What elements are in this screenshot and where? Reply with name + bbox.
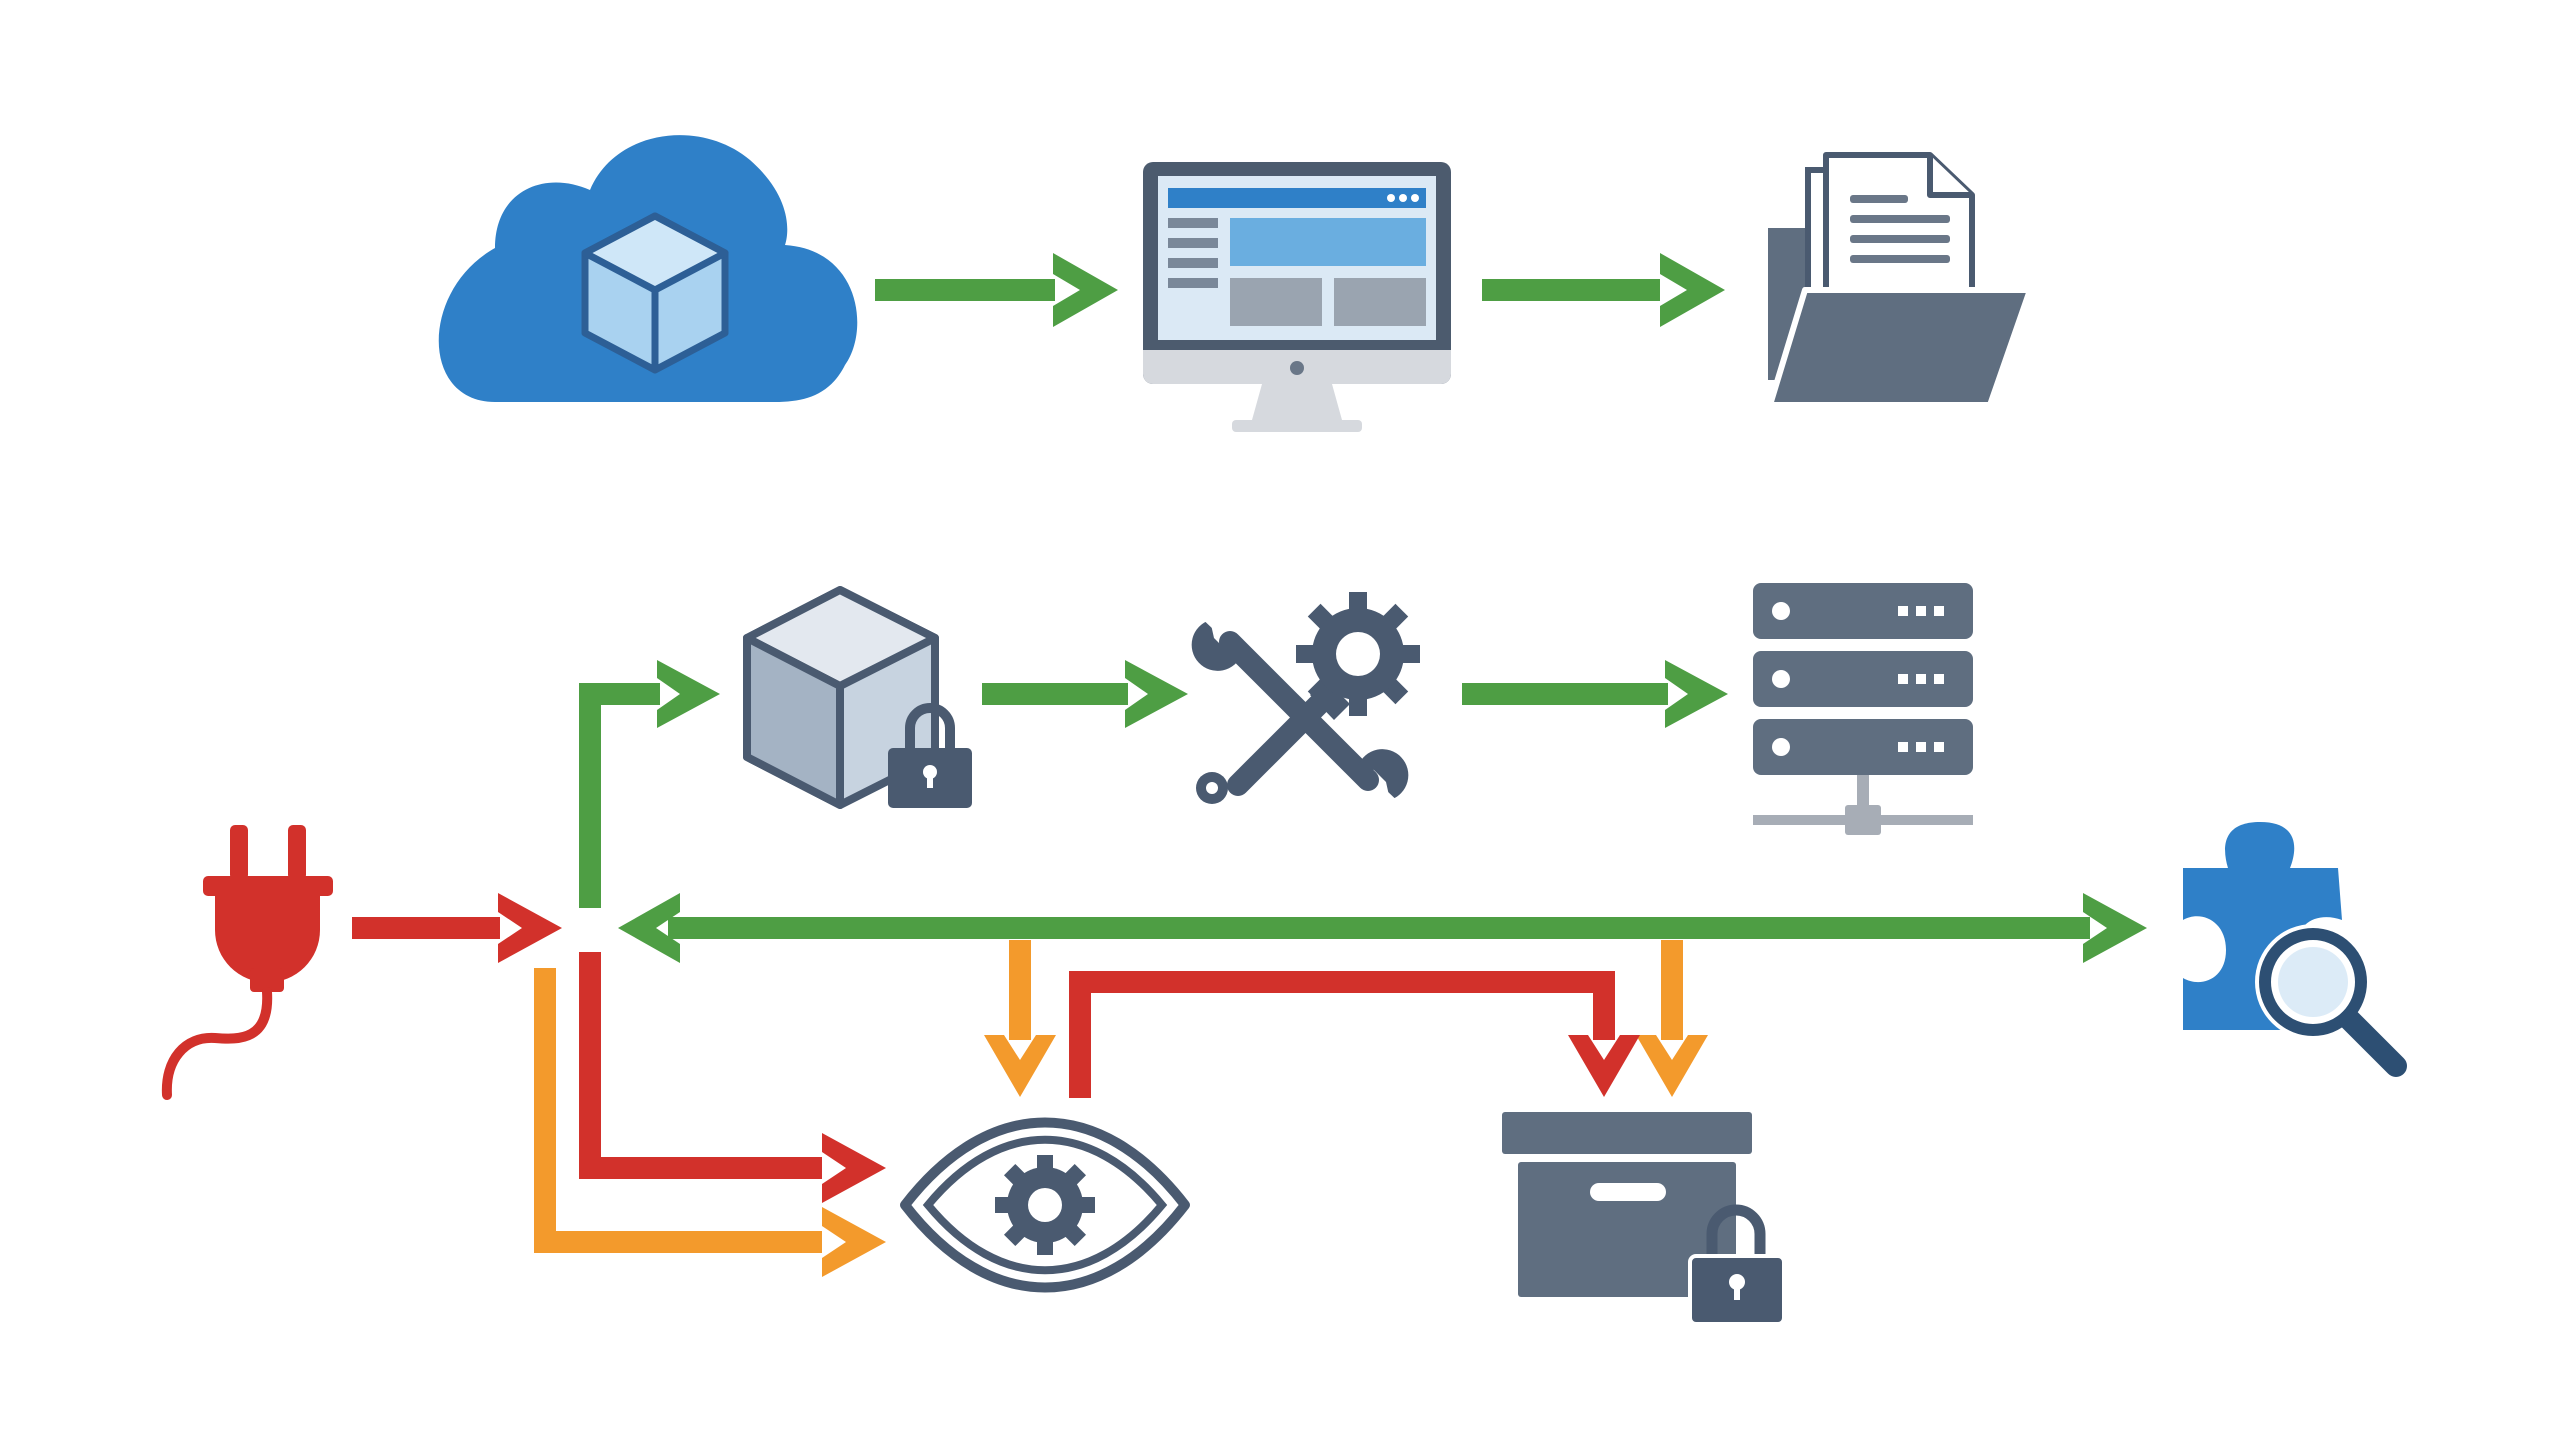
arrow-eye-to-archive [1069, 971, 1640, 1098]
eye-gear-icon [900, 1117, 1190, 1293]
arrow-hub-orange-to-eye [534, 968, 886, 1277]
arrow-cloud-to-monitor [875, 253, 1118, 327]
arrow-bus-down-to-archive [1636, 940, 1708, 1097]
arrow-plug-to-hub [352, 893, 562, 963]
monitor-icon [1143, 162, 1451, 432]
arrow-bus-down-to-eye [984, 940, 1056, 1097]
edges-layer [352, 253, 2147, 1277]
arrow-bus-bidirectional [618, 893, 2147, 963]
arrow-hub-red-to-eye [579, 952, 886, 1203]
cloud-cube-icon [438, 135, 858, 402]
locked-archive-box-icon [1502, 1112, 1786, 1326]
folder-documents-icon [1767, 152, 2033, 408]
locked-cube-icon [743, 586, 972, 809]
arrow-tools-to-server [1462, 660, 1728, 728]
arrow-hub-to-locked-package [579, 660, 720, 908]
arrow-monitor-to-folder [1482, 253, 1725, 327]
server-rack-icon [1753, 583, 1973, 835]
power-plug-icon [161, 825, 333, 1100]
puzzle-search-icon [2183, 822, 2407, 1077]
wrench-screwdriver-gear-icon [1191, 592, 1420, 820]
arrow-package-to-tools [982, 660, 1188, 728]
